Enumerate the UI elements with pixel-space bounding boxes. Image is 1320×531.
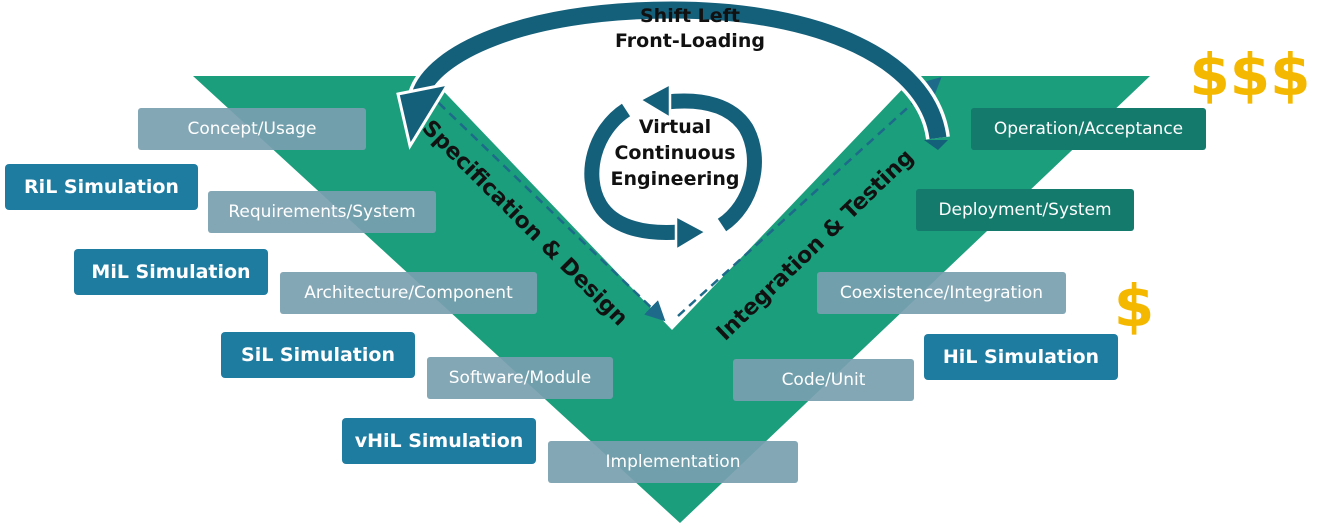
dashed-arrow-up-right bbox=[677, 76, 942, 317]
stage-implementation: Implementation bbox=[548, 441, 798, 483]
stage-deployment-system: Deployment/System bbox=[916, 189, 1134, 231]
stage-code-unit: Code/Unit bbox=[733, 359, 914, 401]
ril-simulation-badge: RiL Simulation bbox=[5, 164, 198, 210]
cost-high-label: $$$ bbox=[1189, 41, 1310, 109]
shift-left-arc-arrow bbox=[396, 0, 950, 150]
stage-operation-acceptance: Operation/Acceptance bbox=[971, 108, 1206, 150]
shift-left-title: Shift Left bbox=[640, 5, 740, 27]
front-loading-title: Front-Loading bbox=[615, 30, 765, 52]
stage-requirements-system: Requirements/System bbox=[208, 191, 436, 233]
stage-concept-usage: Concept/Usage bbox=[138, 108, 366, 150]
stage-coexistence-integration: Coexistence/Integration bbox=[817, 272, 1066, 314]
dashed-arrow-down-left bbox=[416, 81, 666, 322]
center-label-line3: Engineering bbox=[611, 168, 740, 190]
center-label-line2: Continuous bbox=[614, 142, 735, 164]
cycle-arrows-icon bbox=[580, 81, 766, 253]
stage-architecture-component: Architecture/Component bbox=[280, 272, 537, 314]
cost-low-label: $ bbox=[1114, 272, 1154, 340]
mil-simulation-badge: MiL Simulation bbox=[74, 249, 268, 295]
sil-simulation-badge: SiL Simulation bbox=[221, 332, 415, 378]
hil-simulation-badge: HiL Simulation bbox=[924, 334, 1118, 380]
vhil-simulation-badge: vHiL Simulation bbox=[342, 418, 536, 464]
v-shape bbox=[193, 76, 1150, 523]
center-label-line1: Virtual bbox=[639, 116, 711, 138]
stage-software-module: Software/Module bbox=[427, 357, 613, 399]
